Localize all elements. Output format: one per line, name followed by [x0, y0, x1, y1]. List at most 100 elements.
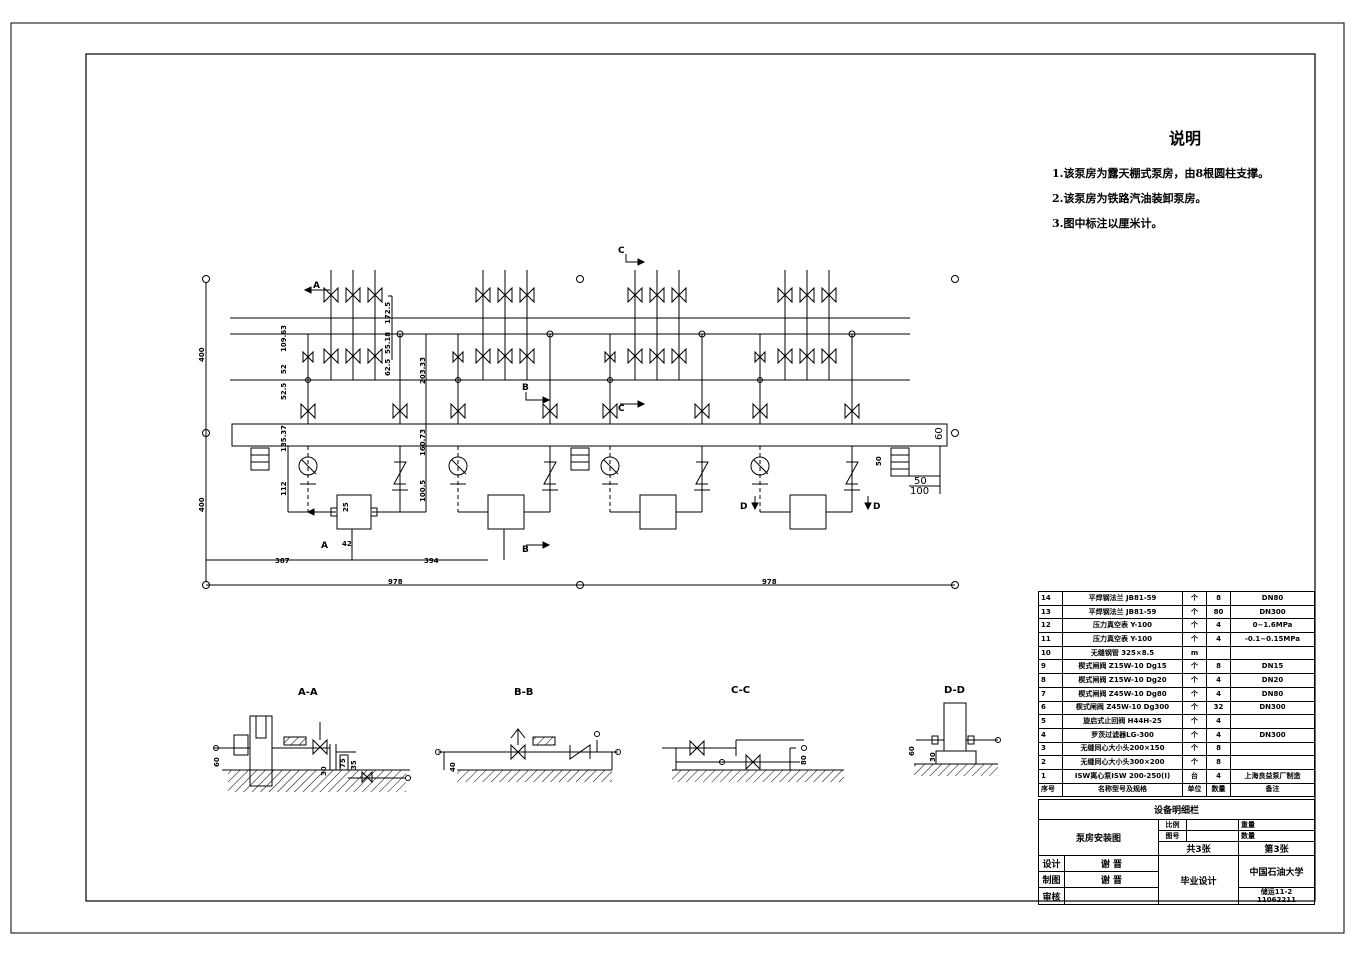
table-cell-name: 无缝同心大小头200×150 — [1062, 741, 1183, 757]
cut-letter: D — [740, 502, 747, 512]
table-cell-unit: 个 — [1182, 686, 1207, 702]
dim-text: 978 — [388, 578, 403, 586]
table-cell-unit: 个 — [1182, 591, 1207, 606]
column-mark — [202, 275, 210, 283]
dim-text: 100.5 — [419, 480, 427, 502]
table-cell-name: 压力真空表 Y-100 — [1062, 632, 1183, 647]
table-cell-note: DN300 — [1230, 700, 1315, 716]
table-cell-name: 楔式闸阀 Z45W-10 Dg80 — [1062, 686, 1183, 702]
table-cell-unit: 个 — [1182, 727, 1207, 743]
total-sheets: 共3张 — [1158, 841, 1239, 856]
cut-letter: A — [313, 281, 320, 291]
table-cell-name: 平焊钢法兰 JB81-59 — [1062, 604, 1183, 620]
section-aa — [213, 715, 411, 792]
cut-letter: A — [321, 541, 328, 551]
project-name: 毕业设计 — [1158, 855, 1239, 905]
design-name: 谢 晋 — [1064, 855, 1159, 872]
table-cell-note: DN20 — [1230, 673, 1315, 688]
section-title-aa: A-A — [298, 687, 318, 698]
dim-text: 400 — [198, 347, 206, 362]
dim-text: 135.37 — [280, 425, 288, 452]
table-cell-note: DN15 — [1230, 659, 1315, 675]
table-cell-name: ISW离心泵ISW 200-250(I) — [1062, 768, 1183, 784]
table-cell-no: 4 — [1038, 727, 1063, 743]
review-label: 审核 — [1038, 887, 1065, 905]
table-cell-no: 5 — [1038, 714, 1063, 729]
table-cell-qty: 4 — [1206, 673, 1231, 688]
table-cell-note: 0~1.6MPa — [1230, 618, 1315, 634]
dim-text: 42 — [342, 540, 352, 548]
table-cell-unit: 个 — [1182, 632, 1207, 647]
table-cell-qty: 8 — [1206, 591, 1231, 606]
stair-block — [250, 447, 270, 471]
drawing-no-label: 图号 — [1158, 830, 1187, 842]
table-cell-note: DN300 — [1230, 727, 1315, 743]
table-cell-unit: 个 — [1182, 659, 1207, 675]
title-block: 设备明细栏 泵房安装图 比例 重量 图号 数量 共3张 第3张 设计 谢 晋 毕… — [1037, 799, 1316, 905]
notes-title: 说明 — [1168, 129, 1201, 148]
table-cell-note: DN80 — [1230, 686, 1315, 702]
table-cell-note: -0.1~0.15MPa — [1230, 632, 1315, 647]
dim-text: 203.33 — [419, 357, 427, 384]
table-cell-note: 上海良益泵厂制造 — [1230, 768, 1315, 784]
dim-text: 60 — [213, 757, 221, 767]
table-cell-qty: 8 — [1206, 659, 1231, 675]
table-cell-no: 6 — [1038, 700, 1063, 716]
table-cell-unit: 个 — [1182, 604, 1207, 620]
gate-valve-group — [323, 270, 383, 380]
plan-dimensions: 978 978 387 394 400 400 112 109.63 52 52… — [198, 302, 883, 586]
table-cell-qty — [1206, 645, 1231, 661]
column-mark — [951, 275, 959, 283]
table-cell-name: 无缝同心大小头300×200 — [1062, 755, 1183, 770]
cut-letter: C — [618, 246, 625, 256]
column-mark — [576, 275, 584, 283]
draw-label: 制图 — [1038, 871, 1065, 888]
cut-letter: C — [618, 404, 625, 414]
table-cell-note — [1230, 645, 1315, 661]
table-cell-name: 旋启式止回阀 H44H-25 — [1062, 714, 1183, 729]
table-cell-unit: 个 — [1182, 741, 1207, 757]
dim-text: 160.73 — [419, 429, 427, 456]
quantity-label: 数量 — [1237, 830, 1316, 842]
note-line: 2.该泵房为铁路汽油装卸泵房。 — [1052, 192, 1207, 205]
note-line: 3.图中标注以厘米计。 — [1052, 217, 1163, 230]
table-cell-no: 10 — [1038, 645, 1063, 661]
dim-text: 75 — [339, 758, 347, 768]
table-cell-no: 12 — [1038, 618, 1063, 634]
cut-letter: B — [522, 545, 529, 555]
dim-text: 172.5 — [384, 302, 392, 324]
dim-text: 80 — [800, 755, 808, 765]
table-cell-unit: 个 — [1182, 714, 1207, 729]
table-cell-no: 1 — [1038, 768, 1063, 784]
table-cell-no: 7 — [1038, 686, 1063, 702]
table-cell-unit: m — [1182, 645, 1207, 661]
dim-text: 52.5 — [280, 383, 288, 400]
section-title-bb: B-B — [514, 687, 533, 698]
class-code-cell: 储运11-2 11062211 — [1237, 887, 1316, 905]
equipment-caption: 设备明细栏 — [1037, 799, 1316, 820]
notes-panel: 说明 1.该泵房为露天棚式泵房，由8根圆柱支撑。 2.该泵房为铁路汽油装卸泵房。… — [1050, 125, 1320, 240]
table-cell-unit: 个 — [1182, 755, 1207, 770]
table-cell-no: 14 — [1038, 591, 1063, 606]
section-cc — [662, 739, 844, 782]
dim-text: 50 — [914, 476, 927, 487]
review-name — [1064, 887, 1159, 905]
dim-text: 30 — [320, 766, 328, 776]
outer-border — [10, 22, 1345, 934]
pump-unit — [448, 270, 558, 560]
section-title-cc: C-C — [731, 685, 750, 696]
pump-units — [287, 270, 860, 560]
section-dd — [914, 702, 1001, 776]
